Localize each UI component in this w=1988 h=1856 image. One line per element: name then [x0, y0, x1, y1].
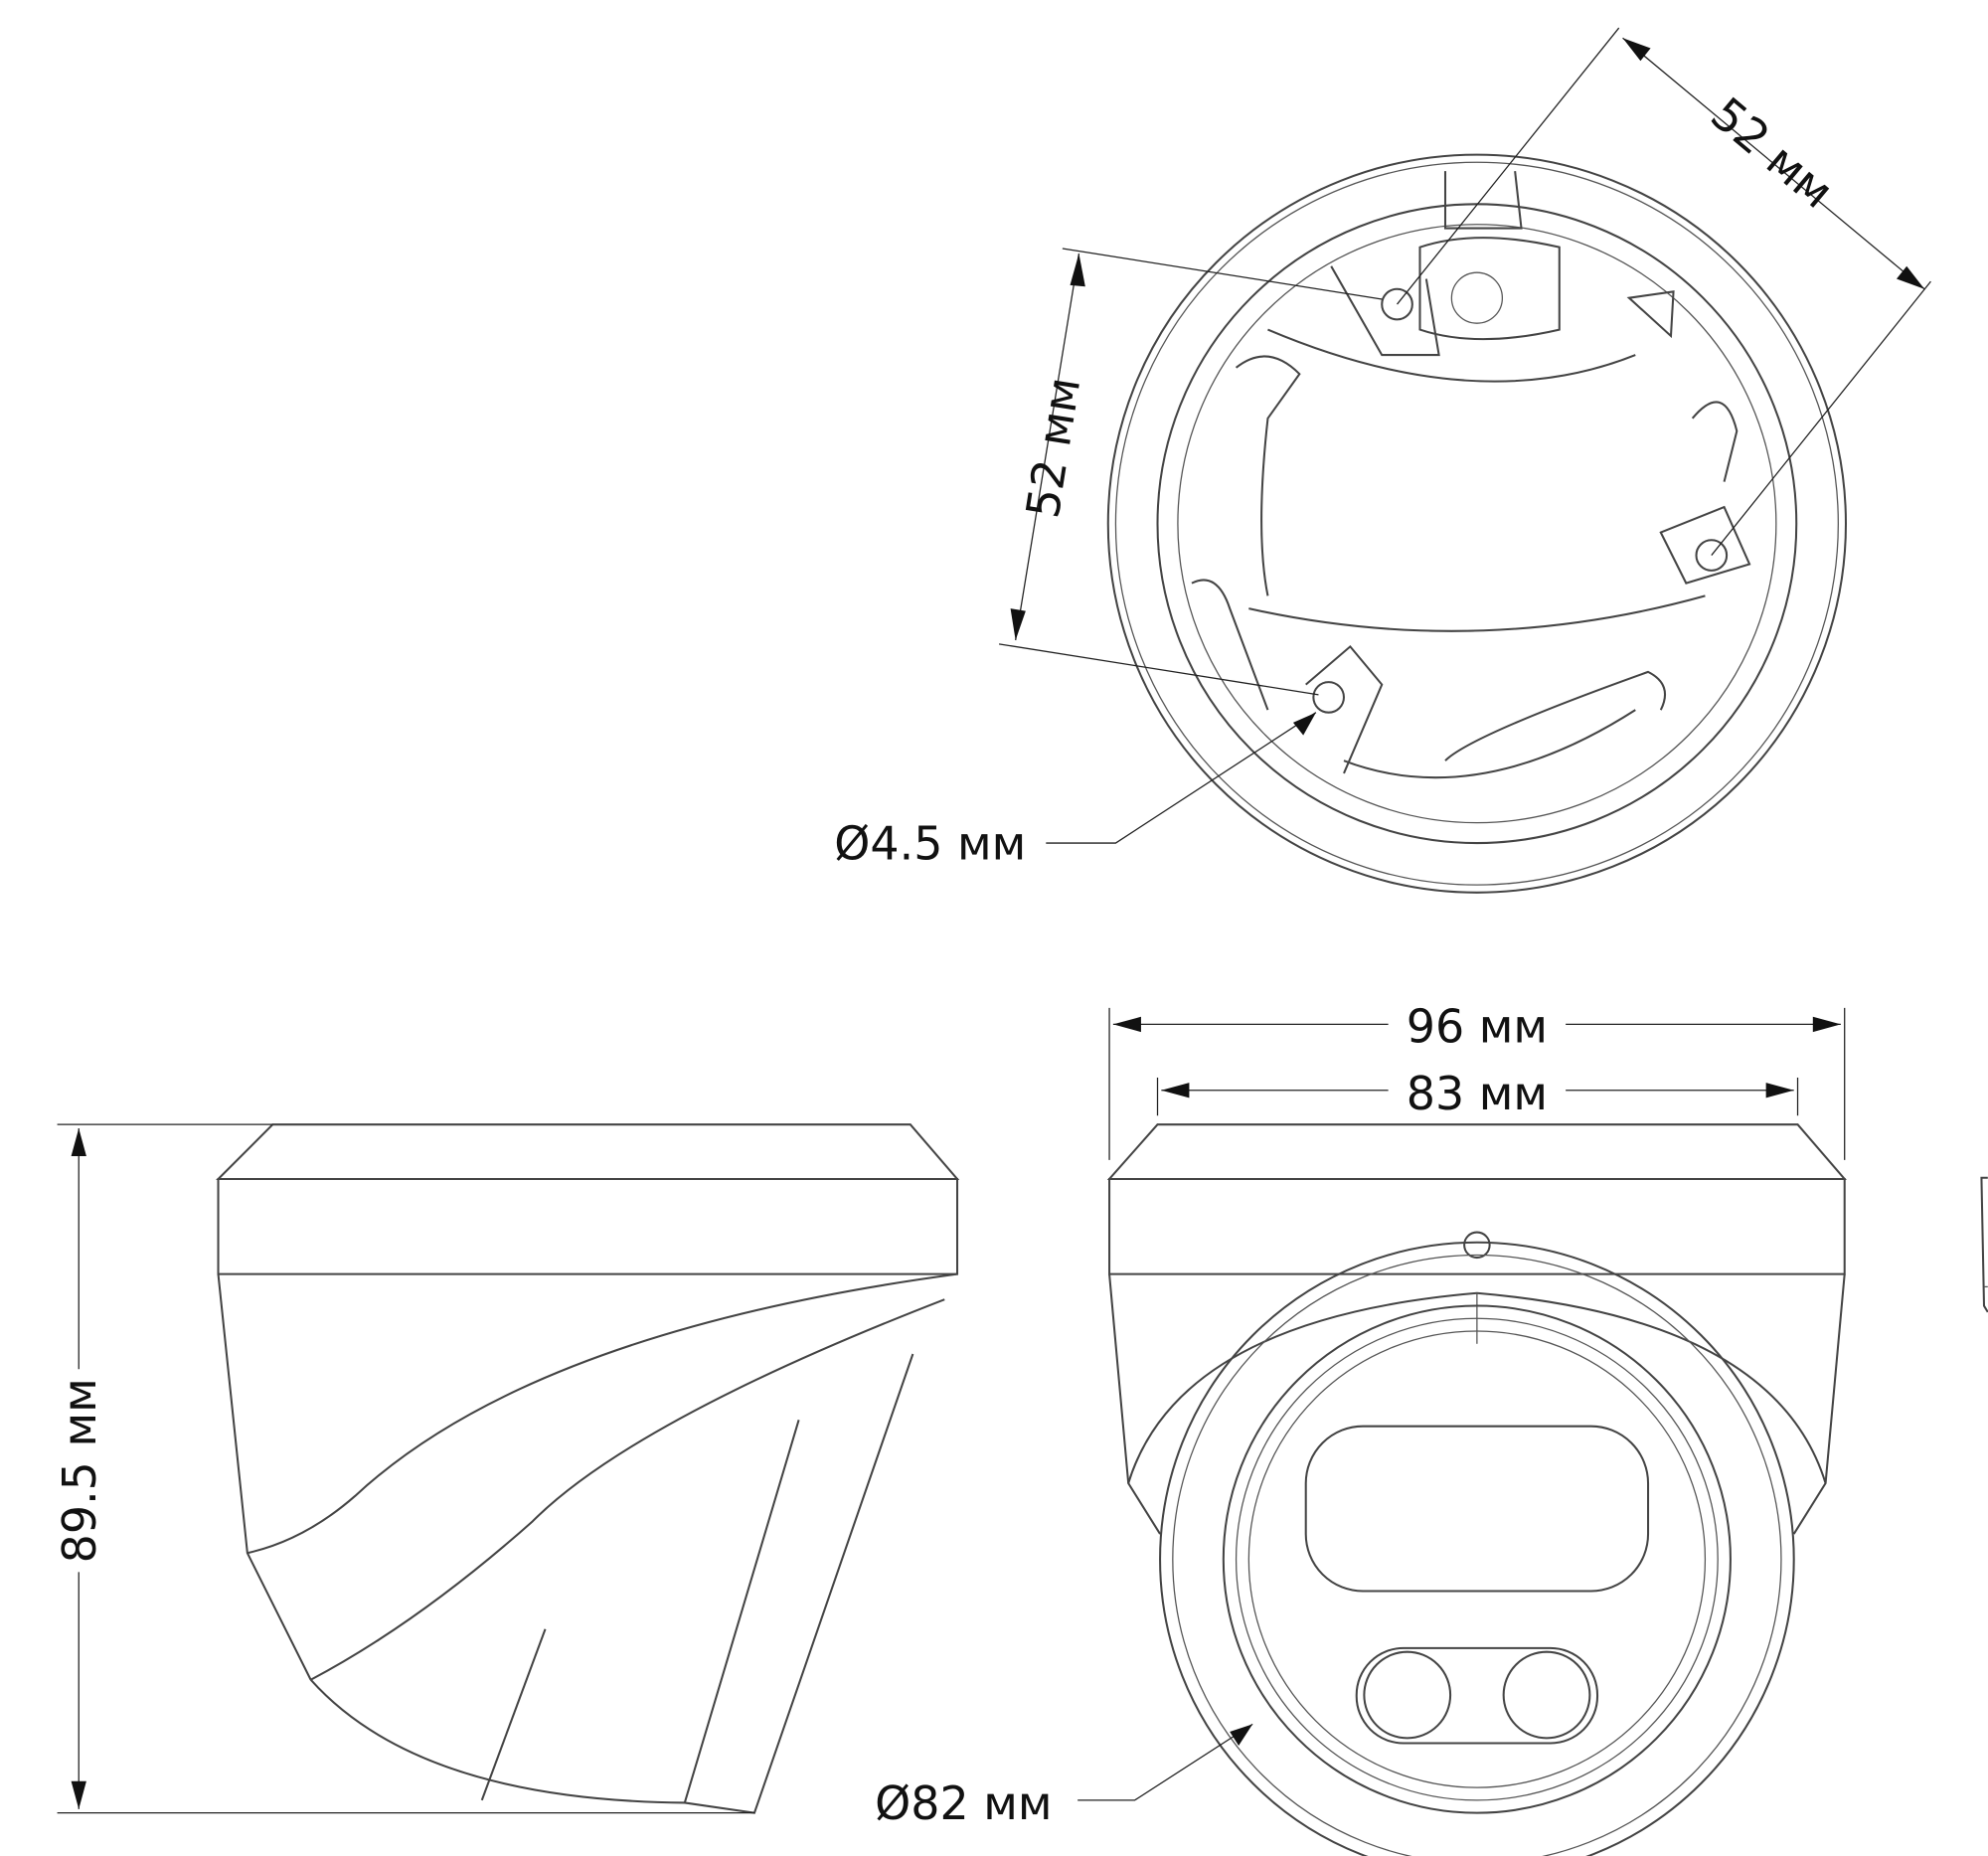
front-view: 96 мм 83 мм Ø82 мм: [875, 999, 1847, 1856]
side-view: 89.5 мм: [53, 1123, 960, 1814]
outer-width-label: 96 мм: [1407, 999, 1548, 1053]
vertical-spacing-label: 52 мм: [1016, 374, 1091, 522]
hole-diameter-label: Ø4.5 мм: [834, 817, 1026, 871]
diagonal-spacing-label: 52 мм: [1701, 86, 1844, 219]
height-label: 89.5 мм: [53, 1378, 106, 1563]
partial-view: [1980, 1176, 1988, 1313]
top-view: 52 мм 52 мм Ø4.5 мм: [834, 27, 1931, 894]
dome-diameter-label: Ø82 мм: [875, 1776, 1052, 1830]
cap-width-label: 83 мм: [1407, 1067, 1548, 1120]
